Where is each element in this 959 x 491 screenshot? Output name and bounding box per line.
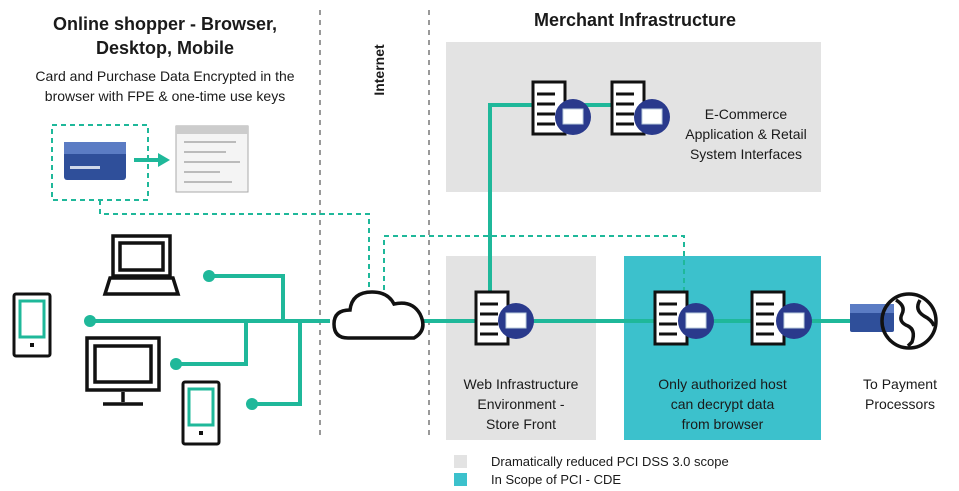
legend-text-reduced: Dramatically reduced PCI DSS 3.0 scope [491, 453, 729, 469]
ecommerce-label-line3: System Interfaces [689, 146, 803, 162]
encrypted-path-2 [383, 235, 685, 300]
legend: Dramatically reduced PCI DSS 3.0 scope I… [454, 452, 814, 488]
desktop-monitor-icon [85, 336, 161, 406]
server-web-icon [474, 290, 535, 346]
server-ecommerce-1-icon [531, 80, 592, 136]
ecommerce-label: E-Commerce Application & Retail System I… [676, 104, 816, 164]
legend-item-cde: In Scope of PCI - CDE [454, 470, 814, 488]
server-cde-1-icon [653, 290, 715, 346]
cde-label-line1: Only authorized host [658, 376, 787, 392]
ecommerce-label-line2: Application & Retail [685, 126, 807, 142]
shopper-subtitle: Card and Purchase Data Encrypted in the … [10, 66, 320, 106]
tablet-icon [12, 292, 52, 358]
encrypted-path-1 [99, 200, 370, 290]
credit-card-icon [64, 142, 126, 180]
laptop-icon [102, 234, 181, 296]
payment-card-icon [850, 304, 894, 332]
web-label-line3: Store Front [485, 416, 557, 432]
payment-label-line1: To Payment [863, 376, 937, 392]
mobile-phone-icon [181, 380, 221, 446]
browser-form-icon [175, 125, 249, 193]
web-infrastructure-label: Web Infrastructure Environment - Store F… [446, 374, 596, 434]
merchant-title: Merchant Infrastructure [533, 10, 737, 30]
internet-cloud-icon [332, 290, 425, 340]
cde-label-line2: can decrypt data [670, 396, 775, 412]
legend-item-reduced: Dramatically reduced PCI DSS 3.0 scope [454, 452, 814, 470]
payment-label-line2: Processors [864, 396, 936, 412]
server-cde-2-icon [750, 290, 813, 346]
shopper-title-line1: Online shopper - Browser, [52, 14, 278, 34]
payment-processors-label: To Payment Processors [845, 374, 955, 414]
shopper-subtitle-line2: browser with FPE & one-time use keys [44, 88, 286, 104]
shopper-title-line2: Desktop, Mobile [95, 38, 234, 58]
cde-zone [624, 256, 821, 440]
web-label-line1: Web Infrastructure [463, 376, 579, 392]
legend-swatch-cde [454, 472, 467, 486]
shopper-title: Online shopper - Browser, Desktop, Mobil… [20, 12, 310, 60]
legend-swatch-reduced [454, 454, 467, 468]
cde-label-line3: from browser [681, 416, 764, 432]
web-infrastructure-zone [446, 256, 596, 440]
ecommerce-label-line1: E-Commerce [704, 106, 788, 122]
cde-label: Only authorized host can decrypt data fr… [624, 374, 821, 434]
web-label-line2: Environment - [477, 396, 565, 412]
server-ecommerce-2-icon [610, 80, 671, 136]
shopper-subtitle-line1: Card and Purchase Data Encrypted in the [35, 68, 295, 84]
legend-text-cde: In Scope of PCI - CDE [491, 471, 622, 487]
globe-icon [880, 292, 938, 350]
internet-label: Internet [371, 44, 387, 96]
